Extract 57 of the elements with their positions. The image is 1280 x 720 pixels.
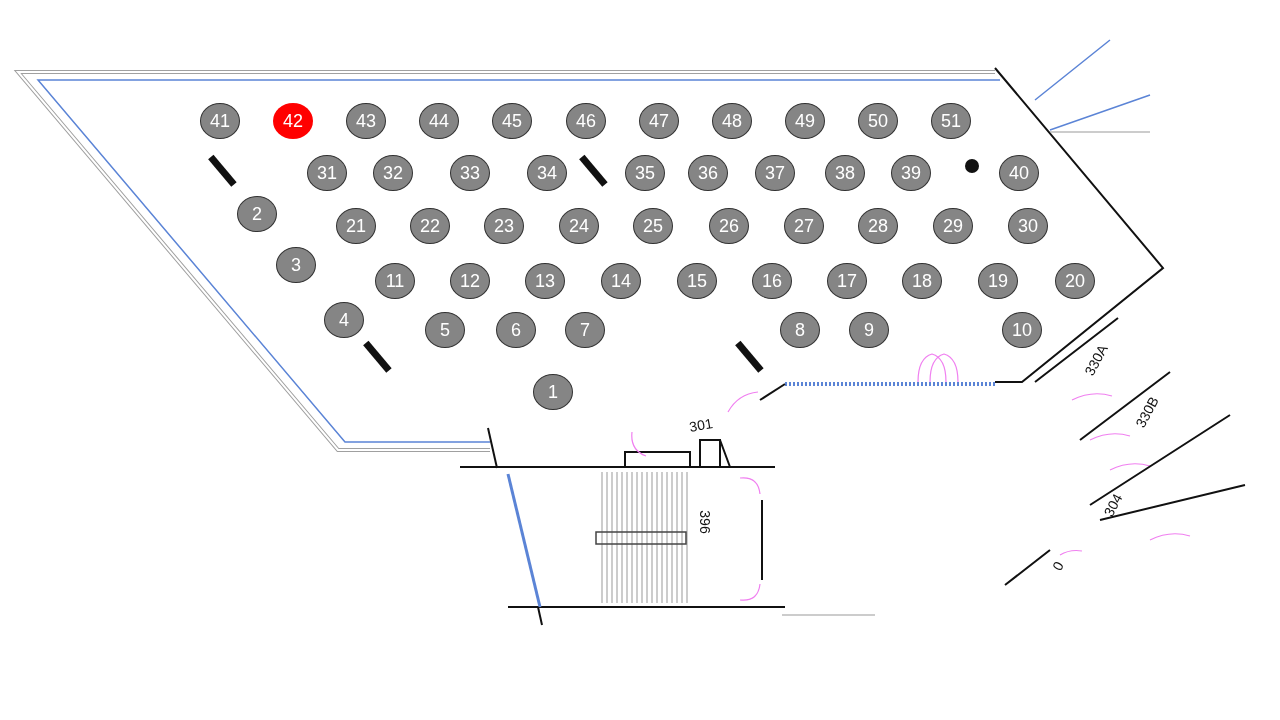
table-circle: 14	[601, 263, 641, 299]
table-circle: 23	[484, 208, 524, 244]
table-circle: 34	[527, 155, 567, 191]
table-circle: 13	[525, 263, 565, 299]
table-circle: 36	[688, 155, 728, 191]
table-circle: 48	[712, 103, 752, 139]
table-circle: 3	[276, 247, 316, 283]
room-number: 330A	[1082, 342, 1110, 378]
table-circle: 17	[827, 263, 867, 299]
table-circle: 47	[639, 103, 679, 139]
table-circle: 27	[784, 208, 824, 244]
table-circle: 10	[1002, 312, 1042, 348]
table-circle: 5	[425, 312, 465, 348]
table-circle: 12	[450, 263, 490, 299]
table-circle: 44	[419, 103, 459, 139]
table-circle: 11	[375, 263, 415, 299]
table-circle: 40	[999, 155, 1039, 191]
table-circle: 7	[565, 312, 605, 348]
table-circle: 22	[410, 208, 450, 244]
table-circle: 51	[931, 103, 971, 139]
table-circle: 35	[625, 155, 665, 191]
table-circle: 19	[978, 263, 1018, 299]
table-circle: 20	[1055, 263, 1095, 299]
table-circle: 32	[373, 155, 413, 191]
table-circle: 29	[933, 208, 973, 244]
table-circle: 43	[346, 103, 386, 139]
table-circle: 30	[1008, 208, 1048, 244]
table-circle: 9	[849, 312, 889, 348]
table-circle: 39	[891, 155, 931, 191]
table-circle: 38	[825, 155, 865, 191]
room-number: 0	[1050, 559, 1066, 573]
table-circle: 28	[858, 208, 898, 244]
table-circle: 21	[336, 208, 376, 244]
table-circle: 6	[496, 312, 536, 348]
table-circle: 16	[752, 263, 792, 299]
table-circle: 2	[237, 196, 277, 232]
table-circle: 8	[780, 312, 820, 348]
table-circle: 4	[324, 302, 364, 338]
table-circle: 18	[902, 263, 942, 299]
table-circle: 37	[755, 155, 795, 191]
room-number: 301	[688, 416, 714, 434]
table-circle: 1	[533, 374, 573, 410]
table-circle: 50	[858, 103, 898, 139]
table-circle: 46	[566, 103, 606, 139]
table-circle: 45	[492, 103, 532, 139]
table-circle: 49	[785, 103, 825, 139]
room-number: 304	[1101, 491, 1125, 519]
highlighted-table-circle: 42	[273, 103, 313, 139]
table-circle: 26	[709, 208, 749, 244]
table-circle: 25	[633, 208, 673, 244]
table-circle: 33	[450, 155, 490, 191]
table-circle: 24	[559, 208, 599, 244]
room-number: 330B	[1133, 394, 1161, 430]
table-circle: 15	[677, 263, 717, 299]
table-circle: 41	[200, 103, 240, 139]
table-circle: 31	[307, 155, 347, 191]
room-number: 396	[698, 510, 712, 534]
